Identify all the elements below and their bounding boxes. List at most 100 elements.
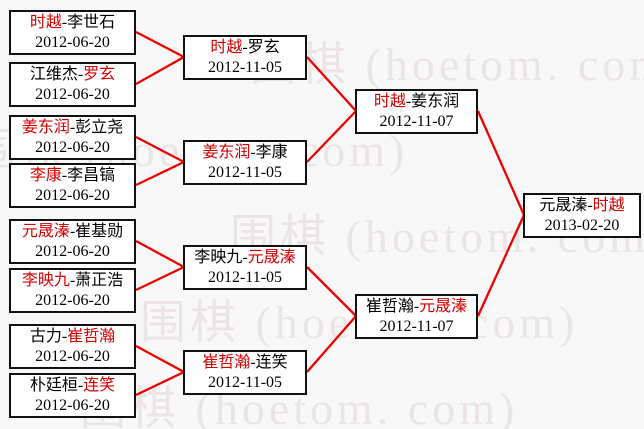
player2-name: 罗玄 [83, 65, 116, 83]
match-date: 2012-11-07 [379, 112, 454, 130]
separator: - [405, 92, 412, 110]
player2-name: 元晟溱 [419, 297, 468, 315]
separator: - [77, 376, 84, 394]
player1-name: 时越 [373, 92, 406, 110]
player1-name: 江维杰 [29, 65, 78, 83]
match-date: 2012-06-20 [35, 138, 110, 156]
match-date: 2012-11-07 [379, 317, 454, 335]
separator: - [69, 271, 76, 289]
connector-line [135, 160, 185, 187]
player2-name: 连笑 [255, 353, 288, 371]
match-box: 元晟溱-时越 2013-02-20 [523, 193, 641, 238]
player1-name: 李映九 [194, 248, 243, 266]
player2-name: 姜东润 [411, 92, 460, 110]
match-box: 姜东润-彭立尧 2012-06-20 [9, 115, 136, 160]
match-players: 时越-李世石 [11, 13, 134, 33]
player2-name: 崔哲瀚 [67, 327, 116, 345]
connector-line [135, 55, 185, 86]
connector-line [476, 110, 526, 216]
match-box: 朴廷桓-连笑 2012-06-20 [9, 373, 136, 418]
player2-name: 时越 [592, 196, 625, 214]
match-box: 李映九-萧正浩 2012-06-20 [9, 268, 136, 313]
separator: - [587, 196, 593, 214]
separator: - [69, 118, 76, 136]
connector-line [306, 110, 357, 163]
player1-name: 李映九 [21, 271, 70, 289]
player1-name: 李康 [29, 166, 62, 184]
match-players: 古力-崔哲瀚 [11, 327, 134, 347]
match-box: 时越-姜东润 2012-11-07 [355, 89, 478, 134]
connector-line [306, 315, 357, 373]
player2-name: 元晟溱 [247, 248, 296, 266]
connector-line [135, 30, 185, 59]
player2-name: 崔基勋 [75, 222, 124, 240]
match-date: 2012-06-20 [35, 347, 110, 365]
match-date: 2013-02-20 [544, 216, 620, 234]
player2-name: 李昌镐 [67, 166, 116, 184]
match-players: 元晟溱-崔基勋 [11, 222, 134, 242]
match-players: 李映九-元晟溱 [185, 248, 305, 268]
match-box: 崔哲瀚-连笑 2012-11-05 [183, 350, 307, 395]
match-players: 姜东润-彭立尧 [11, 118, 134, 138]
match-box: 元晟溱-崔基勋 2012-06-20 [9, 219, 136, 264]
match-date: 2012-06-20 [35, 85, 110, 103]
player1-name: 时越 [210, 38, 243, 56]
match-box: 江维杰-罗玄 2012-06-20 [9, 62, 136, 107]
separator: - [413, 297, 420, 315]
match-box: 时越-罗玄 2012-11-05 [183, 35, 307, 80]
separator: - [77, 65, 84, 83]
match-players: 李康-李昌镐 [11, 166, 134, 186]
match-box: 姜东润-李康 2012-11-05 [183, 140, 307, 185]
connector-line [306, 266, 357, 317]
separator: - [61, 327, 68, 345]
match-date: 2012-06-20 [35, 291, 110, 309]
match-players: 崔哲瀚-元晟溱 [357, 297, 476, 317]
player1-name: 朴廷桓 [29, 376, 78, 394]
separator: - [69, 222, 76, 240]
match-date: 2012-11-05 [207, 268, 283, 286]
player1-name: 崔哲瀚 [202, 353, 251, 371]
separator: - [61, 166, 68, 184]
separator: - [250, 353, 256, 371]
match-box: 时越-李世石 2012-06-20 [9, 10, 136, 55]
match-box: 古力-崔哲瀚 2012-06-20 [9, 324, 136, 369]
match-date: 2012-06-20 [35, 396, 110, 414]
match-players: 时越-姜东润 [357, 92, 476, 112]
connector-line [135, 344, 185, 374]
connector-line [135, 265, 185, 292]
player1-name: 时越 [29, 13, 62, 31]
player2-name: 李康 [255, 143, 288, 161]
match-date: 2012-06-20 [35, 242, 110, 260]
connector-line [135, 239, 185, 269]
separator: - [242, 38, 248, 56]
match-players: 崔哲瀚-连笑 [185, 353, 305, 373]
player1-name: 古力 [29, 327, 62, 345]
match-date: 2012-06-20 [35, 186, 110, 204]
player2-name: 连笑 [83, 376, 116, 394]
player1-name: 姜东润 [202, 143, 251, 161]
player2-name: 萧正浩 [75, 271, 124, 289]
player2-name: 彭立尧 [75, 118, 124, 136]
match-date: 2012-06-20 [35, 33, 110, 51]
connector-line [476, 214, 526, 317]
player1-name: 元晟溱 [539, 196, 588, 214]
player2-name: 罗玄 [247, 38, 280, 56]
separator: - [250, 143, 256, 161]
connector-line [135, 135, 185, 164]
player1-name: 元晟溱 [21, 222, 70, 240]
match-box: 李康-李昌镐 2012-06-20 [9, 163, 136, 208]
player2-name: 李世石 [67, 13, 116, 31]
match-box: 李映九-元晟溱 2012-11-05 [183, 245, 307, 290]
separator: - [61, 13, 68, 31]
player1-name: 崔哲瀚 [365, 297, 414, 315]
match-players: 时越-罗玄 [185, 38, 305, 58]
connector-line [135, 370, 185, 397]
connector-line [306, 56, 357, 112]
player1-name: 姜东润 [21, 118, 70, 136]
match-box: 崔哲瀚-元晟溱 2012-11-07 [355, 294, 478, 339]
match-date: 2012-11-05 [207, 163, 283, 181]
match-players: 李映九-萧正浩 [11, 271, 134, 291]
match-players: 江维杰-罗玄 [11, 65, 134, 85]
